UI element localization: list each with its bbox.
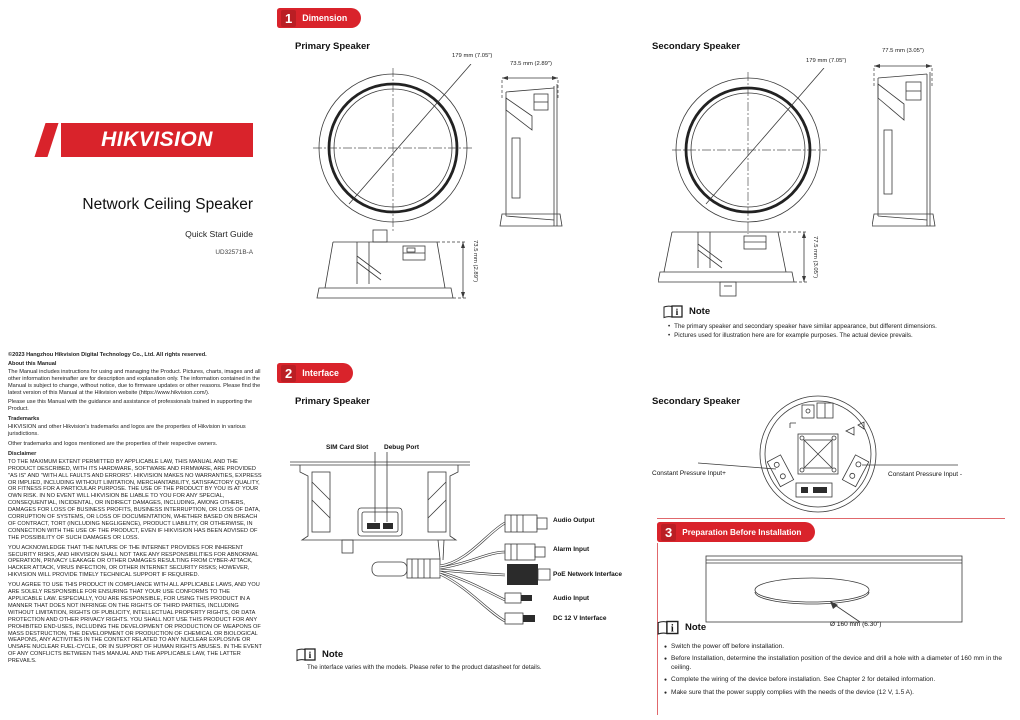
primary-height-label: 73.5 mm (2.89") [472, 240, 478, 283]
svg-text:i: i [309, 651, 312, 661]
bullet-icon: ● [664, 644, 668, 650]
section-3-top-rule [657, 518, 1005, 519]
preparation-note-header: i Note [656, 619, 706, 636]
legal-text-block: ©2023 Hangzhou Hikvision Digital Technol… [8, 350, 265, 668]
dimension-note-title: Note [689, 306, 711, 317]
dimension-note-list: • The primary speaker and secondary spea… [668, 323, 1014, 340]
note-icon: i [296, 648, 316, 662]
about-heading: About this Manual [8, 360, 57, 367]
bullet-icon: • [668, 323, 671, 330]
section-2-banner: 2 Interface [277, 363, 353, 383]
ceiling-cutout-drawing [705, 555, 963, 623]
section-3-banner: 3 Preparation Before Installation [657, 522, 816, 542]
section-1-title: Dimension [302, 13, 348, 23]
audio-output-label: Audio Output [553, 517, 595, 524]
section-2-number: 2 [281, 364, 297, 382]
interface-note-title: Note [322, 649, 344, 660]
audio-input-label: Audio Input [553, 595, 590, 602]
secondary-speaker-front-drawing [672, 68, 827, 234]
note-item: • The primary speaker and secondary spea… [668, 323, 1014, 332]
primary-speaker-side-drawing [499, 76, 563, 227]
trademarks-paragraph-1: HIKVISION and other Hikvision's trademar… [8, 424, 246, 438]
svg-text:i: i [676, 308, 679, 318]
note-item: ● Make sure that the power supply compli… [664, 689, 1012, 697]
section-3-left-rule [657, 543, 658, 715]
note-item-text: Complete the wiring of the device before… [671, 676, 936, 684]
trademarks-heading: Trademarks [8, 416, 40, 423]
dimension-note-header: i Note [662, 304, 710, 319]
bullet-icon: ● [664, 689, 668, 696]
section-1-banner: 1 Dimension [277, 8, 362, 28]
note-icon: i [663, 305, 683, 319]
hikvision-logo: HIKVISION [61, 123, 253, 157]
note-item-text: Before Installation, determine the insta… [671, 655, 1002, 671]
note-item: ● Switch the power off before installati… [664, 643, 1012, 651]
note-item: • Pictures used for illustration here ar… [668, 332, 1014, 341]
disclaimer-paragraph-3: YOU AGREE TO USE THIS PRODUCT IN COMPLIA… [8, 582, 262, 665]
about-paragraph-1: The Manual includes instructions for usi… [8, 368, 261, 396]
note-item-text: Switch the power off before installation… [671, 643, 785, 650]
svg-text:i: i [671, 623, 674, 634]
note-item: ● Complete the wiring of the device befo… [664, 676, 1012, 684]
note-icon: i [657, 620, 679, 635]
debug-port-label: Debug Port [384, 444, 420, 451]
secondary-height-label: 77.5 mm (3.05") [812, 236, 818, 279]
product-title: Network Ceiling Speaker [82, 196, 253, 213]
secondary-diameter-label: 179 mm (7.05") [806, 58, 847, 64]
primary-speaker-front-drawing [313, 64, 473, 232]
hikvision-logo-text: HIKVISION [101, 128, 213, 151]
disclaimer-heading: Disclaimer [8, 450, 37, 457]
constant-pressure-input-plus-label: Constant Pressure Input+ [652, 470, 726, 477]
disclaimer-paragraph-1: TO THE MAXIMUM EXTENT PERMITTED BY APPLI… [8, 458, 262, 541]
section-2-title: Interface [302, 368, 339, 378]
primary-speaker-interface-drawing [290, 452, 551, 625]
bullet-icon: • [668, 331, 671, 339]
hole-diameter-label: Ø 160 mm (6.30") [830, 621, 882, 628]
doc-code: UD32571B-A [215, 249, 253, 256]
sim-card-slot-label: SIM Card Slot [326, 444, 369, 451]
guide-subtitle: Quick Start Guide [185, 229, 253, 239]
copyright-line: ©2023 Hangzhou Hikvision Digital Technol… [8, 352, 207, 358]
hikvision-logo-slash-icon [34, 123, 59, 157]
primary-width-label: 73.5 mm (2.89") [509, 61, 553, 67]
section-1-number: 1 [281, 9, 297, 27]
secondary-speaker-side-drawing [872, 64, 936, 227]
trademarks-paragraph-2: Other trademarks and logos mentioned are… [8, 440, 218, 447]
secondary-speaker-interface-drawing [697, 395, 958, 513]
interface-note-header: i Note [295, 647, 343, 662]
secondary-width-label: 77.5 mm (3.05") [881, 48, 925, 54]
alarm-input-label: Alarm Input [553, 546, 590, 553]
interface-secondary-heading: Secondary Speaker [652, 396, 741, 407]
note-item-text: The primary speaker and secondary speake… [674, 323, 937, 330]
bullet-icon: ● [664, 656, 668, 663]
disclaimer-paragraph-2: YOU ACKNOWLEDGE THAT THE NATURE OF THE I… [8, 544, 259, 579]
interface-note-text: The interface varies with the models. Pl… [307, 664, 542, 671]
primary-diameter-label: 179 mm (7.05") [452, 53, 493, 59]
about-paragraph-2: Please use this Manual with the guidance… [8, 399, 253, 413]
preparation-note-title: Note [685, 622, 707, 633]
interface-primary-heading: Primary Speaker [295, 396, 370, 407]
poe-network-interface-label: PoE Network Interface [553, 571, 622, 578]
dimension-primary-heading: Primary Speaker [295, 41, 370, 52]
constant-pressure-input-minus-label: Constant Pressure Input - [888, 471, 963, 478]
bullet-icon: ● [664, 677, 668, 684]
secondary-speaker-section-drawing [658, 231, 808, 297]
primary-speaker-section-drawing [316, 229, 467, 299]
section-3-title: Preparation Before Installation [682, 527, 802, 537]
section-3-number: 3 [661, 523, 677, 541]
preparation-note-list: ● Switch the power off before installati… [664, 643, 1012, 701]
note-item-text: Make sure that the power supply complies… [671, 688, 914, 696]
dimension-secondary-heading: Secondary Speaker [652, 41, 741, 52]
note-item: ● Before Installation, determine the ins… [664, 655, 1012, 672]
note-item-text: Pictures used for illustration here are … [674, 331, 913, 339]
dc-12v-interface-label: DC 12 V Interface [553, 615, 607, 622]
